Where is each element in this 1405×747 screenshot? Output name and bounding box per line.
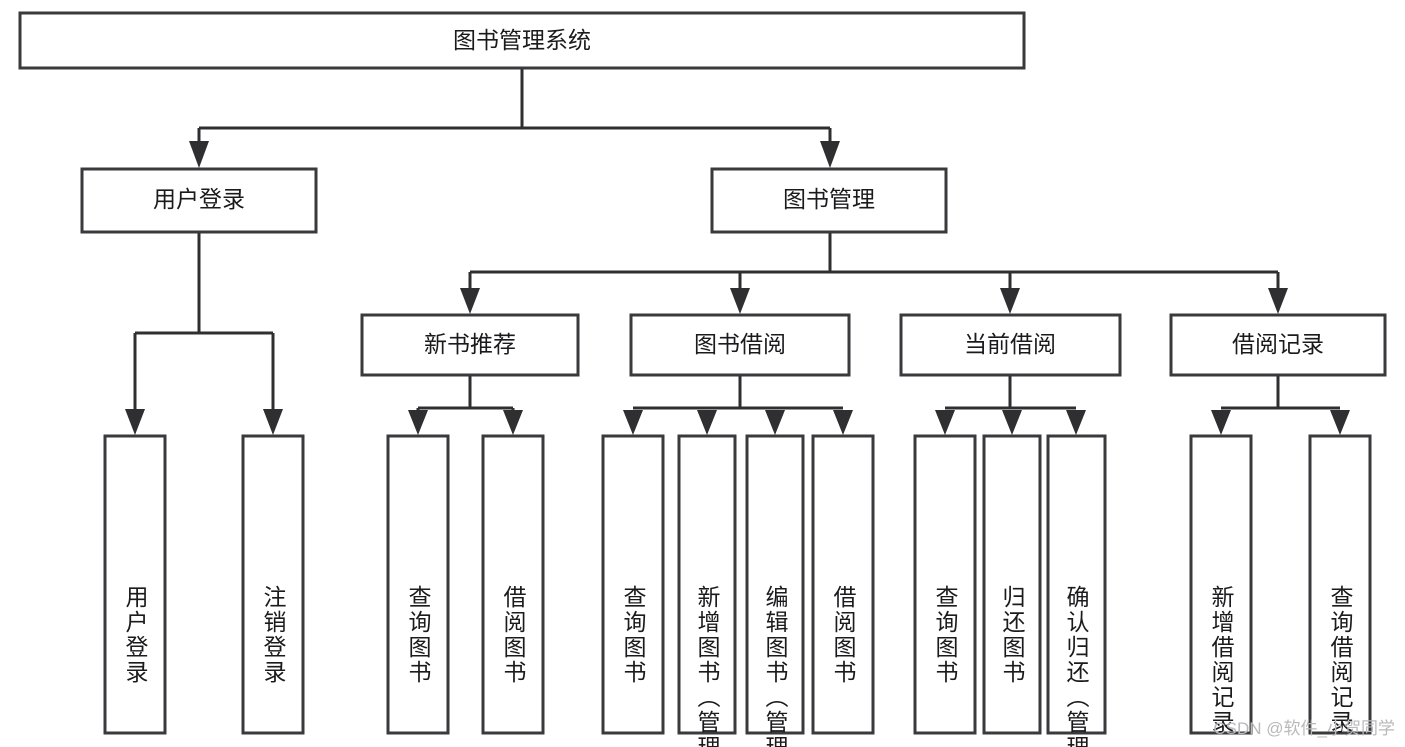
arrow-book-manage-to-book-borrow bbox=[730, 288, 750, 314]
arrow-book-manage-to-current-borrow bbox=[1000, 288, 1020, 314]
node-book-manage[interactable]: 图书管理 bbox=[710, 167, 948, 234]
node-leaf-user-login-1[interactable]: 用户登录 bbox=[103, 434, 167, 735]
node-leaf-user-login-2-label: 注销登录 bbox=[260, 585, 287, 685]
node-leaf-borrow-record-1-box[interactable] bbox=[1189, 434, 1253, 735]
node-borrow-record[interactable]: 借阅记录 bbox=[1169, 313, 1387, 377]
arrow-borrow-record-leaf-2 bbox=[1330, 410, 1350, 435]
node-leaf-current-borrow-3[interactable]: 确认归还（管理员） bbox=[1046, 434, 1107, 747]
arrow-current-borrow-leaf-3 bbox=[1066, 410, 1086, 435]
arrow-book-manage-to-borrow-record bbox=[1268, 288, 1288, 314]
arrow-book-borrow-leaf-2 bbox=[697, 410, 717, 435]
arrow-book-manage-to-new-book bbox=[460, 288, 480, 314]
arrow-new-book-leaf-2 bbox=[503, 410, 523, 435]
node-new-book-recommend-box[interactable] bbox=[360, 313, 580, 377]
connector-group-root bbox=[189, 68, 840, 168]
arrow-book-borrow-leaf-3 bbox=[765, 410, 785, 435]
node-new-book-recommend-label: 新书推荐 bbox=[424, 331, 516, 357]
node-book-borrow-label: 图书借阅 bbox=[694, 331, 786, 357]
node-leaf-new-book-1[interactable]: 查询图书 bbox=[386, 434, 450, 735]
arrow-current-borrow-leaf-2 bbox=[1002, 410, 1022, 435]
node-root-system-label: 图书管理系统 bbox=[453, 27, 591, 53]
node-leaf-book-borrow-2-box[interactable] bbox=[677, 434, 737, 735]
arrow-book-borrow-leaf-4 bbox=[833, 410, 853, 435]
csdn-watermark: CSDN @软件_小贺同学 bbox=[1213, 719, 1395, 738]
arrow-root-to-book-manage bbox=[820, 141, 840, 168]
arrow-user-login-leaf-1 bbox=[125, 409, 145, 435]
node-borrow-record-label: 借阅记录 bbox=[1232, 331, 1324, 357]
node-leaf-new-book-2-box[interactable] bbox=[481, 434, 545, 735]
node-current-borrow-label: 当前借阅 bbox=[964, 331, 1056, 357]
arrow-borrow-record-leaf-1 bbox=[1211, 410, 1231, 435]
node-leaf-current-borrow-1[interactable]: 查询图书 bbox=[913, 434, 977, 735]
node-new-book-recommend[interactable]: 新书推荐 bbox=[360, 313, 580, 377]
node-leaf-book-borrow-1-label: 查询图书 bbox=[620, 585, 647, 685]
node-book-manage-label: 图书管理 bbox=[783, 186, 875, 212]
node-current-borrow[interactable]: 当前借阅 bbox=[899, 313, 1122, 377]
node-leaf-user-login-2-box[interactable] bbox=[241, 434, 305, 735]
node-user-login[interactable]: 用户登录 bbox=[80, 167, 318, 234]
node-leaf-current-borrow-1-box[interactable] bbox=[913, 434, 977, 735]
node-leaf-current-borrow-3-label: 确认归还（管理员） bbox=[1063, 585, 1090, 747]
connector-group-user-login bbox=[125, 232, 283, 435]
node-leaf-borrow-record-2-box[interactable] bbox=[1308, 434, 1372, 735]
node-user-login-label: 用户登录 bbox=[153, 186, 245, 212]
node-leaf-book-borrow-1-box[interactable] bbox=[601, 434, 665, 735]
node-leaf-current-borrow-2[interactable]: 归还图书 bbox=[982, 434, 1042, 735]
node-leaf-book-borrow-3[interactable]: 编辑图书（管理员） bbox=[745, 434, 805, 747]
arrow-current-borrow-leaf-1 bbox=[935, 410, 955, 435]
node-leaf-user-login-1-label: 用户登录 bbox=[122, 585, 149, 685]
connector-group-current-borrow bbox=[935, 375, 1086, 435]
node-leaf-book-borrow-4[interactable]: 借阅图书 bbox=[811, 434, 875, 735]
node-borrow-record-box[interactable] bbox=[1169, 313, 1387, 377]
node-leaf-borrow-record-1-label: 新增借阅记录 bbox=[1208, 585, 1235, 735]
node-root-system[interactable]: 图书管理系统 bbox=[18, 11, 1026, 70]
node-user-login-box[interactable] bbox=[80, 167, 318, 234]
node-leaf-new-book-2-label: 借阅图书 bbox=[500, 585, 527, 685]
node-current-borrow-box[interactable] bbox=[899, 313, 1122, 377]
arrow-user-login-leaf-2 bbox=[263, 409, 283, 435]
connector-group-new-book bbox=[408, 375, 523, 435]
node-root-system-box[interactable] bbox=[18, 11, 1026, 70]
node-leaf-book-borrow-2-label: 新增图书（管理员） bbox=[694, 585, 721, 747]
connector-group-borrow-record bbox=[1211, 375, 1350, 435]
node-leaf-current-borrow-1-label: 查询图书 bbox=[932, 585, 959, 685]
node-leaf-book-borrow-2[interactable]: 新增图书（管理员） bbox=[677, 434, 737, 747]
node-leaf-book-borrow-1[interactable]: 查询图书 bbox=[601, 434, 665, 735]
node-book-borrow-box[interactable] bbox=[629, 313, 851, 377]
node-leaf-current-borrow-2-box[interactable] bbox=[982, 434, 1042, 735]
node-leaf-book-borrow-3-label: 编辑图书（管理员） bbox=[762, 585, 789, 747]
arrow-new-book-leaf-1 bbox=[408, 410, 428, 435]
connector-group-book-borrow bbox=[623, 375, 853, 435]
node-leaf-book-borrow-4-box[interactable] bbox=[811, 434, 875, 735]
node-leaf-book-borrow-3-box[interactable] bbox=[745, 434, 805, 735]
node-leaf-borrow-record-2-label: 查询借阅记录 bbox=[1327, 585, 1354, 735]
arrow-book-borrow-leaf-1 bbox=[623, 410, 643, 435]
node-leaf-borrow-record-2[interactable]: 查询借阅记录 bbox=[1308, 434, 1372, 735]
node-leaf-new-book-1-box[interactable] bbox=[386, 434, 450, 735]
arrow-root-to-user-login bbox=[189, 141, 209, 168]
node-leaf-current-borrow-3-box[interactable] bbox=[1046, 434, 1107, 735]
node-leaf-borrow-record-1[interactable]: 新增借阅记录 bbox=[1189, 434, 1253, 735]
node-leaf-user-login-1-box[interactable] bbox=[103, 434, 167, 735]
connector-group-book-manage bbox=[460, 232, 1288, 314]
node-leaf-new-book-1-label: 查询图书 bbox=[405, 585, 432, 685]
node-leaf-book-borrow-4-label: 借阅图书 bbox=[830, 585, 857, 685]
node-leaf-user-login-2[interactable]: 注销登录 bbox=[241, 434, 305, 735]
node-book-manage-box[interactable] bbox=[710, 167, 948, 234]
node-leaf-new-book-2[interactable]: 借阅图书 bbox=[481, 434, 545, 735]
node-leaf-current-borrow-2-label: 归还图书 bbox=[999, 585, 1026, 685]
node-book-borrow[interactable]: 图书借阅 bbox=[629, 313, 851, 377]
